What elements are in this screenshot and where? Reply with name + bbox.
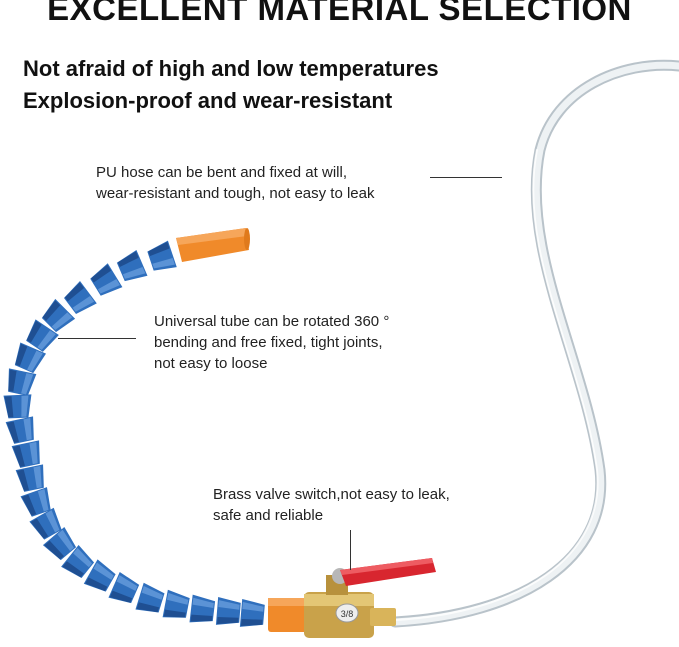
orange-nozzle [176, 228, 250, 262]
callout-pu-hose: PU hose can be bent and fixed at will, w… [96, 164, 375, 202]
tube-segment [3, 394, 32, 419]
tube-segment [116, 250, 148, 282]
heading: EXCELLENT MATERIAL SELECTION [47, 0, 632, 27]
tube-segment [83, 559, 116, 592]
callout-line-brass-valve [350, 530, 351, 570]
tube-segment [135, 582, 165, 613]
red-valve-handle [332, 558, 436, 586]
tube-segment [239, 598, 265, 627]
universal-tube [3, 240, 265, 627]
tube-segment [42, 527, 77, 561]
tube-segment [5, 416, 34, 444]
tube-segment [147, 240, 177, 271]
tube-segment [29, 507, 62, 540]
callout-line-universal-tube [58, 338, 136, 339]
tube-segment [15, 464, 44, 492]
tube-segment [162, 589, 190, 618]
tube-segment [108, 571, 140, 604]
tube-segment [14, 342, 47, 374]
orange-adapter [268, 598, 308, 632]
tube-segment [26, 319, 59, 352]
tube-segment [189, 594, 216, 623]
pu-hose [389, 59, 679, 628]
callout-line-pu-hose [430, 177, 502, 178]
tube-segment [41, 298, 76, 333]
tube-segment [11, 440, 40, 468]
callout-brass-valve: Brass valve switch,not easy to leak, saf… [213, 486, 450, 524]
tube-segment [20, 487, 51, 517]
tube-segment [215, 597, 241, 625]
svg-text:3/8: 3/8 [341, 609, 354, 619]
tube-segment [90, 263, 123, 296]
subheading-temperature: Not afraid of high and low temperatures [23, 56, 439, 81]
tube-segment [63, 280, 97, 315]
tube-segment [61, 544, 95, 579]
tube-segment [8, 368, 37, 396]
subheading-explosion-proof: Explosion-proof and wear-resistant [23, 88, 393, 113]
callout-universal-tube: Universal tube can be rotated 360 ° bend… [154, 313, 390, 372]
